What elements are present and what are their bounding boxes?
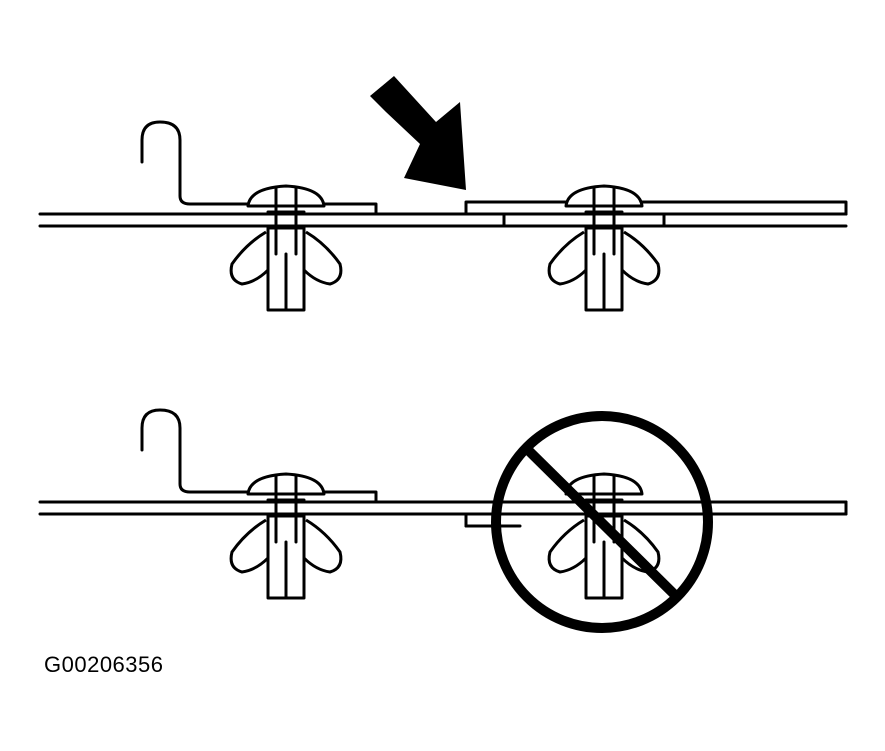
bottom-assembly bbox=[38, 408, 848, 633]
prohibited-icon bbox=[491, 411, 713, 633]
figure-id: G00206356 bbox=[44, 652, 164, 677]
push-fastener-icon bbox=[229, 184, 343, 312]
push-fastener-icon bbox=[229, 472, 343, 600]
panel-bottom bbox=[38, 500, 848, 516]
hook-clip-icon bbox=[140, 120, 378, 216]
arrow-icon bbox=[370, 76, 466, 190]
top-assembly bbox=[38, 76, 848, 312]
push-fastener-icon bbox=[547, 184, 661, 312]
retainer-strip bbox=[464, 200, 848, 228]
hook-clip-icon bbox=[140, 408, 378, 504]
